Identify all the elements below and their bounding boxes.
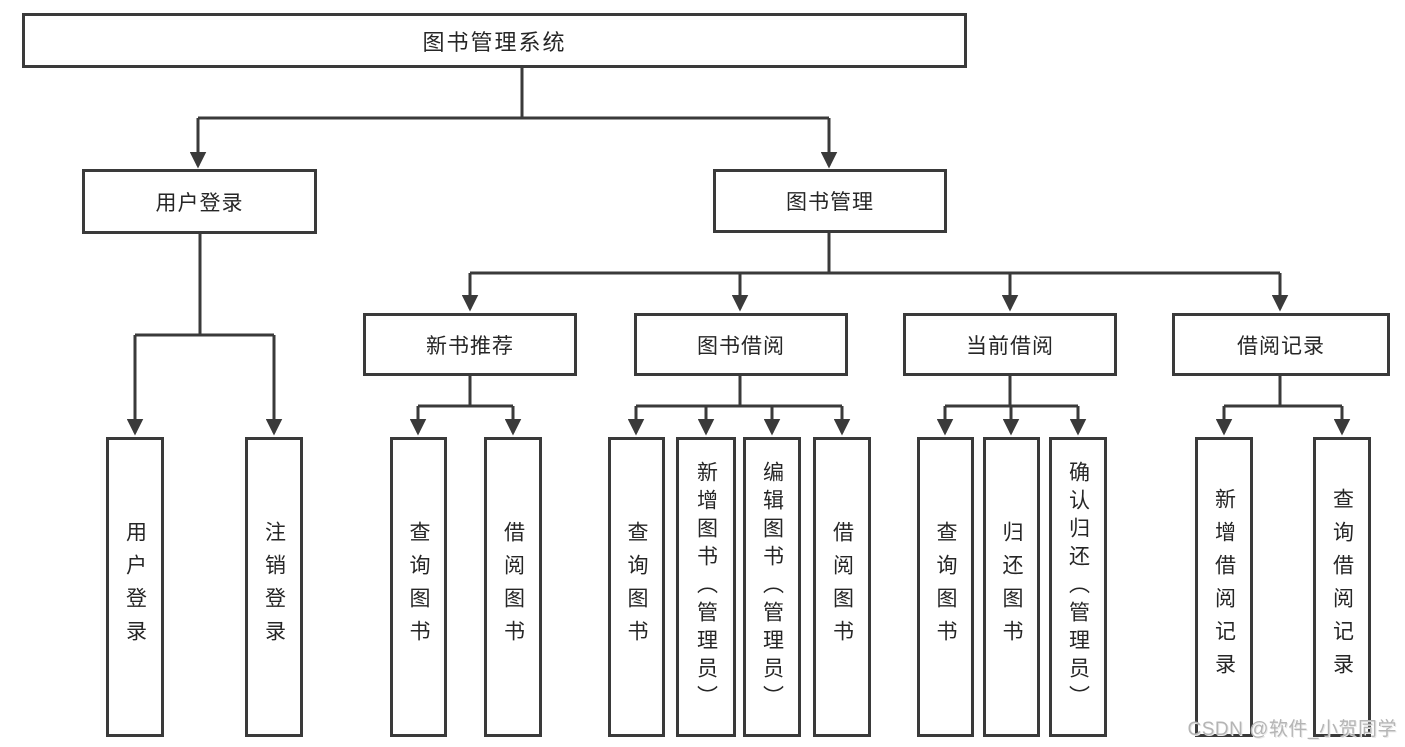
leaf-logout: 注销登录 <box>245 437 303 737</box>
leaf-confirm-return-admin: 确认归还（管理员） <box>1049 437 1107 737</box>
leaf-label: 查询借阅记录 <box>1330 488 1354 686</box>
csdn-watermark: CSDN @软件_小贺同学 <box>1187 719 1397 740</box>
node-library-management-system: 图书管理系统 <box>22 13 967 68</box>
leaf-add-borrow-record: 新增借阅记录 <box>1195 437 1253 737</box>
node-new-book-recommendation: 新书推荐 <box>363 313 577 376</box>
leaf-edit-books-admin: 编辑图书（管理员） <box>743 437 801 737</box>
leaf-user-login: 用户登录 <box>106 437 164 737</box>
node-label: 新书推荐 <box>426 334 514 358</box>
leaf-add-books-admin: 新增图书（管理员） <box>676 437 736 737</box>
leaf-label: 查询图书 <box>934 521 957 653</box>
leaf-label: 新增图书（管理员） <box>694 461 718 713</box>
leaf-label: 查询图书 <box>625 521 648 653</box>
leaf-label: 确认归还（管理员） <box>1066 461 1090 713</box>
leaf-borrow-books: 借阅图书 <box>813 437 871 737</box>
node-book-management: 图书管理 <box>713 169 947 233</box>
leaf-query-borrow-record: 查询借阅记录 <box>1313 437 1371 737</box>
node-current-borrowing: 当前借阅 <box>903 313 1117 376</box>
leaf-label: 归还图书 <box>1000 521 1023 653</box>
node-label: 当前借阅 <box>966 334 1054 358</box>
leaf-label: 查询图书 <box>407 521 430 653</box>
leaf-label: 注销登录 <box>262 521 286 653</box>
node-label: 借阅记录 <box>1237 334 1325 358</box>
leaf-label: 编辑图书（管理员） <box>760 461 784 713</box>
leaf-query-books: 查询图书 <box>917 437 974 737</box>
leaf-label: 借阅图书 <box>830 521 854 653</box>
node-book-borrowing: 图书借阅 <box>634 313 848 376</box>
connector-group <box>126 68 1351 436</box>
leaf-query-books: 查询图书 <box>390 437 447 737</box>
leaf-label: 用户登录 <box>123 521 147 653</box>
leaf-return-books: 归还图书 <box>983 437 1040 737</box>
leaf-query-books: 查询图书 <box>608 437 665 737</box>
node-label: 图书管理系统 <box>422 29 567 55</box>
node-borrowing-records: 借阅记录 <box>1172 313 1390 376</box>
node-label: 用户登录 <box>155 191 244 215</box>
node-user-login: 用户登录 <box>82 169 317 234</box>
leaf-borrow-books: 借阅图书 <box>484 437 542 737</box>
leaf-label: 借阅图书 <box>501 521 525 653</box>
leaf-label: 新增借阅记录 <box>1212 488 1236 686</box>
node-label: 图书管理 <box>786 191 874 214</box>
node-label: 图书借阅 <box>697 334 785 358</box>
